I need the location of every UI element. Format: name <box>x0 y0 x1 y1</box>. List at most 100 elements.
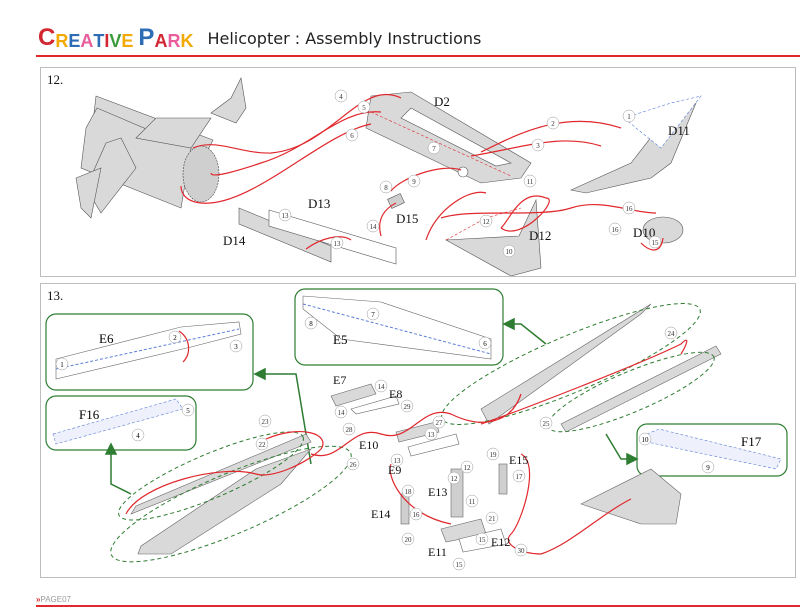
logo-letter: P <box>138 24 155 51</box>
f16-marker-5: 5 <box>181 403 195 417</box>
logo-letter: K <box>180 31 194 51</box>
svg-text:15: 15 <box>479 536 487 544</box>
label-e8: E8 <box>389 387 402 401</box>
page-title: Helicopter : Assembly Instructions <box>207 28 482 48</box>
marker-25: 25 <box>539 416 553 430</box>
svg-text:15: 15 <box>652 239 660 247</box>
svg-text:24: 24 <box>668 330 676 338</box>
svg-text:25: 25 <box>543 420 551 428</box>
marker-13b: 13 <box>330 236 344 250</box>
e6-marker-2: 2 <box>168 330 182 344</box>
page-number: »PAGE07 <box>36 595 71 604</box>
label-d11: D11 <box>668 123 690 138</box>
label-e12: E12 <box>491 535 510 549</box>
svg-text:14: 14 <box>370 223 378 231</box>
svg-text:10: 10 <box>642 436 650 444</box>
marker-30: 30 <box>514 543 528 557</box>
svg-text:13: 13 <box>428 431 436 439</box>
svg-text:15: 15 <box>456 561 464 569</box>
marker-10: 10 <box>502 244 516 258</box>
label-e14: E14 <box>371 507 390 521</box>
svg-text:9: 9 <box>706 464 710 472</box>
step-13-number: 13. <box>47 288 64 303</box>
fuselage-rear-part <box>75 77 247 219</box>
svg-text:9: 9 <box>412 178 416 186</box>
f17-marker-10: 10 <box>638 432 652 446</box>
marker-11: 11 <box>465 494 479 508</box>
marker-14: 14 <box>366 219 380 233</box>
logo-letter: T <box>93 31 105 51</box>
e6-marker-1: 1 <box>55 357 69 371</box>
svg-text:4: 4 <box>136 432 140 440</box>
svg-text:1: 1 <box>627 113 631 121</box>
label-d13: D13 <box>308 196 330 211</box>
part-labels: D2 D10 D11 D12 D13 D14 D15 <box>223 94 690 248</box>
svg-text:16: 16 <box>413 511 421 519</box>
step-12-panel: 12. <box>40 67 796 277</box>
logo-letter: A <box>80 31 94 51</box>
part-d2 <box>365 91 532 184</box>
marker-26: 26 <box>346 457 360 471</box>
svg-text:22: 22 <box>259 441 267 449</box>
svg-text:30: 30 <box>518 547 526 555</box>
svg-text:17: 17 <box>516 473 524 481</box>
marker-29: 29 <box>400 399 414 413</box>
label-e6: E6 <box>99 331 114 346</box>
svg-text:3: 3 <box>536 142 540 150</box>
marker-13a: 13 <box>424 427 438 441</box>
svg-text:14: 14 <box>378 383 386 391</box>
svg-text:27: 27 <box>436 419 444 427</box>
svg-text:1: 1 <box>60 361 64 369</box>
part-d11 <box>570 95 702 194</box>
label-d12: D12 <box>529 228 551 243</box>
label-e5: E5 <box>333 332 347 347</box>
step-markers: 11 12 12 13 13 14 14 15 15 16 17 18 19 2… <box>255 326 678 571</box>
marker-15a: 15 <box>475 532 489 546</box>
svg-text:13: 13 <box>334 240 342 248</box>
page-number-text: PAGE07 <box>40 595 71 604</box>
marker-13b: 13 <box>390 453 404 467</box>
logo-letter: R <box>55 31 69 51</box>
page-marker-icon: » <box>36 595 41 604</box>
marker-18: 18 <box>401 484 415 498</box>
marker-20: 20 <box>401 532 415 546</box>
marker-17: 17 <box>512 469 526 483</box>
marker-2: 2 <box>546 116 560 130</box>
svg-text:12: 12 <box>451 475 459 483</box>
logo-letter: E <box>121 31 134 51</box>
label-d2: D2 <box>434 94 450 109</box>
svg-text:6: 6 <box>483 340 487 348</box>
svg-text:18: 18 <box>405 488 413 496</box>
svg-text:11: 11 <box>527 178 534 186</box>
svg-text:8: 8 <box>309 320 313 328</box>
svg-text:3: 3 <box>234 343 238 351</box>
header-divider <box>36 55 800 57</box>
svg-text:20: 20 <box>405 536 413 544</box>
label-f16: F16 <box>79 407 100 422</box>
step-12-diagram: D2 D10 D11 D12 D13 D14 D15 1 2 3 4 5 6 7… <box>75 77 702 276</box>
logo-letter: C <box>38 24 56 51</box>
footer-divider <box>36 605 800 607</box>
marker-3: 3 <box>531 138 545 152</box>
svg-text:7: 7 <box>432 145 436 153</box>
label-e15: E15 <box>509 453 528 467</box>
marker-8: 8 <box>379 180 393 194</box>
marker-15b: 15 <box>452 557 466 571</box>
svg-text:13: 13 <box>282 212 290 220</box>
label-d10: D10 <box>633 225 655 240</box>
callout-f16: F16 4 5 <box>45 395 197 451</box>
step-13-panel: 13. E6 1 2 3 F16 4 5 E5 <box>40 283 796 578</box>
svg-text:26: 26 <box>350 461 358 469</box>
e5-marker-6: 6 <box>478 336 492 350</box>
marker-5: 5 <box>357 100 371 114</box>
svg-text:6: 6 <box>350 132 354 140</box>
marker-28: 28 <box>342 422 356 436</box>
marker-4: 4 <box>334 89 348 103</box>
svg-text:2: 2 <box>173 334 177 342</box>
marker-12b: 12 <box>447 471 461 485</box>
label-d15: D15 <box>396 211 418 226</box>
marker-23: 23 <box>258 414 272 428</box>
step-13-diagram: E6 1 2 3 F16 4 5 E5 6 7 8 <box>45 288 788 571</box>
e6-marker-3: 3 <box>229 339 243 353</box>
